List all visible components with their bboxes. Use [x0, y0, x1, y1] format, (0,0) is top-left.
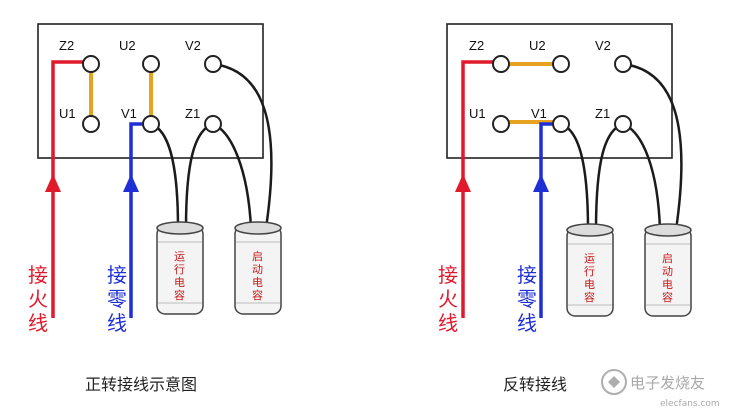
label-u1: U1 — [469, 106, 486, 121]
label-v2: V2 — [185, 38, 201, 53]
neutral-label-char-3: 线 — [517, 311, 537, 335]
live-label-char-1: 接 — [28, 263, 48, 287]
terminal-u2 — [142, 55, 160, 73]
watermark-logo-mark — [608, 376, 620, 388]
label-v1: V1 — [121, 106, 137, 121]
terminal-u1 — [492, 115, 510, 133]
run-cap-char-1: 运 — [584, 252, 595, 265]
label-z1: Z1 — [595, 106, 610, 121]
live-label-char-1: 接 — [438, 263, 458, 287]
terminal-v2 — [614, 55, 632, 73]
run-capacitor: 运 行 电 容 — [156, 221, 204, 315]
watermark-subtext: elecfans.com — [660, 399, 720, 409]
start-capacitor: 启 动 电 容 — [644, 223, 692, 317]
run-cap-char-2: 行 — [584, 265, 595, 278]
label-z2: Z2 — [469, 38, 484, 53]
watermark-text: 电子发烧友 — [630, 374, 705, 392]
start-cap-char-4: 容 — [252, 288, 263, 302]
run-cap-char-4: 容 — [584, 290, 595, 304]
neutral-label-char-1: 接 — [517, 263, 537, 287]
start-cap-char-2: 动 — [252, 263, 263, 276]
neutral-arrow — [123, 174, 139, 192]
terminal-z1 — [204, 115, 222, 133]
start-cap-char-3: 电 — [662, 278, 673, 291]
start-capacitor: 启 动 电 容 — [234, 221, 282, 315]
start-cap-char-2: 动 — [662, 265, 673, 278]
live-label-char-2: 火 — [28, 287, 48, 311]
label-z1: Z1 — [185, 106, 200, 121]
run-cap-char-2: 行 — [174, 263, 185, 276]
terminal-u1 — [82, 115, 100, 133]
run-cap-char-3: 电 — [584, 278, 595, 291]
forward-diagram: Z2 U2 V2 U1 V1 Z1 运 行 电 容 启 动 电 容 — [28, 23, 282, 394]
terminal-v2 — [204, 55, 222, 73]
live-label-char-3: 线 — [438, 311, 458, 335]
neutral-label-char-2: 零 — [107, 287, 127, 311]
neutral-label-char-2: 零 — [517, 287, 537, 311]
label-v2: V2 — [595, 38, 611, 53]
start-cap-char-4: 容 — [662, 290, 673, 304]
label-u2: U2 — [529, 38, 546, 53]
run-capacitor: 运 行 电 容 — [566, 223, 614, 317]
watermark: 电子发烧友 elecfans.com — [601, 369, 720, 409]
start-cap-char-3: 电 — [252, 276, 263, 289]
reverse-diagram: Z2 U2 V2 U1 V1 Z1 运 行 电 容 启 动 电 容 — [438, 23, 692, 394]
forward-caption: 正转接线示意图 — [85, 375, 197, 394]
label-v1: V1 — [531, 106, 547, 121]
terminal-v1 — [142, 115, 160, 133]
start-cap-char-1: 启 — [252, 250, 263, 263]
terminal-v1 — [552, 115, 570, 133]
run-cap-char-4: 容 — [174, 288, 185, 302]
terminal-z2 — [492, 55, 510, 73]
live-wire — [461, 60, 501, 318]
terminal-u2 — [552, 55, 570, 73]
label-z2: Z2 — [59, 38, 74, 53]
label-u2: U2 — [119, 38, 136, 53]
cap-wire-v2-start — [212, 62, 273, 229]
start-cap-char-1: 启 — [662, 252, 673, 265]
neutral-label-char-1: 接 — [107, 263, 127, 287]
reverse-caption: 反转接线 — [503, 375, 567, 394]
cap-wire-v2-start — [622, 62, 683, 231]
terminal-box — [446, 23, 673, 159]
live-label-char-2: 火 — [438, 287, 458, 311]
neutral-label-char-3: 线 — [107, 311, 127, 335]
live-arrow — [455, 174, 471, 192]
terminal-z1 — [614, 115, 632, 133]
live-wire — [51, 60, 91, 318]
label-u1: U1 — [59, 106, 76, 121]
terminal-z2 — [82, 55, 100, 73]
run-cap-char-3: 电 — [174, 276, 185, 289]
live-arrow — [45, 174, 61, 192]
live-label-char-3: 线 — [28, 311, 48, 335]
neutral-arrow — [533, 174, 549, 192]
run-cap-char-1: 运 — [174, 250, 185, 263]
watermark-logo-icon — [601, 369, 627, 395]
